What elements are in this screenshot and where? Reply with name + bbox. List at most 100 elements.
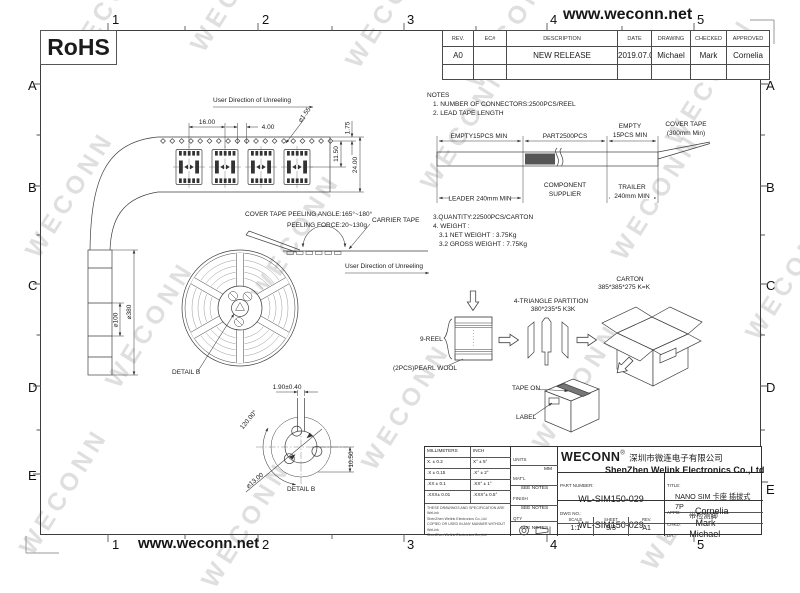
ec-value <box>473 46 507 65</box>
part-number-value: WL-SIM150-029 <box>578 494 644 504</box>
grid-row-label: A <box>28 78 37 93</box>
third-angle-projection-icon <box>511 522 558 536</box>
ec-header: EC# <box>473 30 507 47</box>
dim-pitch: 16.00 <box>199 119 216 126</box>
lead-empty-right-1: EMPTY <box>619 123 642 130</box>
lead-tape-diagram: EMPTY15PCS MIN PART2500PCS EMPTY 15PCS M… <box>436 121 711 203</box>
note-2: 2. LEAD TAPE LENGTH <box>433 110 504 117</box>
grid-row-label: E <box>28 468 37 483</box>
carton-label-1: CARTON <box>616 276 644 283</box>
lead-trailer-2: 240mm MIN <box>614 193 650 200</box>
description-value: NEW RELEASE <box>506 46 618 65</box>
company-name-cn: 深圳市微连电子有限公司 <box>629 453 723 463</box>
partition-drawing <box>527 317 569 366</box>
scale-value: 1:1 <box>570 525 581 532</box>
note-4-1: 3.1 NET WEIGHT : 3.75Kg <box>439 232 517 239</box>
checked-header: CHECKED <box>690 30 727 47</box>
grid-col-label: 5 <box>697 537 705 552</box>
lead-trailer-1: TRAILER <box>618 184 646 191</box>
revision-table: REV. EC# DESCRIPTION DATE DRAWING CHECKE… <box>442 30 770 80</box>
packing-flow: 9-REEL (2PCS)PEARL WOOL 4-TRIANGLE PARTI… <box>393 276 703 433</box>
grid-col-label: 5 <box>697 12 705 27</box>
partition-label-2: 380*235*5 K3K <box>531 306 576 313</box>
carton-label-2: 385*385*275 K=K <box>598 284 651 291</box>
drawing-frame <box>40 30 761 535</box>
grid-row-label: A <box>766 78 775 93</box>
matl-cell: MAT'L SEE NOTES <box>511 466 558 491</box>
date-value: 2019.07.02 <box>617 46 652 65</box>
reel-front-view: DETAIL B <box>172 249 299 376</box>
sheet-value: 3/3 <box>606 525 616 532</box>
dim-depth: 10.50 <box>348 451 355 468</box>
notes-block: NOTES 1. NUMBER OF CONNECTORS:2500PCS/RE… <box>427 92 576 248</box>
carton-closed-drawing <box>544 378 600 433</box>
lead-component-2: SUPPLIER <box>549 191 581 198</box>
dim-tape-width: 24.00 <box>352 156 359 173</box>
detail-b-callout: DETAIL B <box>172 369 200 376</box>
checked-name: Mark <box>695 518 716 528</box>
stack-count-label: 9-REEL <box>420 336 443 343</box>
grid-row-label: C <box>766 278 776 293</box>
sheet-cell: SHEET 3/3 <box>593 517 630 536</box>
part-number-cell: PART NUMBER: WL-SIM150-029 <box>558 473 665 504</box>
grid-row-label: D <box>766 380 776 395</box>
rev-cell: REV. A1 <box>629 517 665 536</box>
legal-notice: THESE DRAWINGS AND SPECIFICATION ARE WeL… <box>425 503 511 540</box>
dim-hole-pitch: 4.00 <box>262 124 275 131</box>
approved-header: APPROVED <box>726 30 770 47</box>
dim-edge-to-hole: 1.75 <box>345 121 352 134</box>
tolerance-table: MILLIMETERS INCH X. ± 0.2 X° ± 5° .X ± 0… <box>425 447 511 537</box>
dim-hub-dia: ⌀100 <box>113 312 120 327</box>
carrier-tape-label: CARRIER TAPE <box>372 217 420 224</box>
reel-stack-drawing <box>443 316 493 361</box>
grid-col-label: 2 <box>262 537 270 552</box>
drawing-title-line1: NANO SIM 卡座 插拔式 7P <box>675 492 751 511</box>
tape-on-label: TAPE ON <box>512 385 540 392</box>
drawing-value: Michael <box>651 46 691 65</box>
grid-col-label: 4 <box>550 12 558 27</box>
lead-leader: LEADER 240mm MIN <box>448 196 512 203</box>
dim-slot-width: 1.90±0.40 <box>273 384 302 391</box>
note-1: 1. NUMBER OF CONNECTORS:2500PCS/REEL <box>433 101 576 108</box>
lead-part: PART2500PCS <box>543 133 588 140</box>
grid-col-label: 1 <box>112 537 120 552</box>
grid-row-label: C <box>28 278 38 293</box>
notes-heading: NOTES <box>427 92 450 99</box>
dim-hole-dia: ⌀1.55 <box>297 106 313 124</box>
title-block: MILLIMETERS INCH X. ± 0.2 X° ± 5° .X ± 0… <box>424 446 764 539</box>
unreel-direction-label: User Direction of Unreeling <box>213 97 291 104</box>
cover-tape-label-2: (300mm Min) <box>667 130 705 137</box>
weconn-logo: WECONN <box>561 450 621 464</box>
detail-b-title: DETAIL B <box>287 486 315 493</box>
drawing-header: DRAWING <box>651 30 691 47</box>
checked-value: Mark <box>690 46 727 65</box>
grid-row-label: E <box>766 482 775 497</box>
lead-empty-right-2: 15PCS MIN <box>613 132 648 139</box>
grid-row-label: D <box>28 380 38 395</box>
company-banner: WECONN® 深圳市微连电子有限公司 ShenZhen Welink Elec… <box>558 447 764 475</box>
dim-bore-dia: ⌀13.00 <box>245 471 265 490</box>
drawing-title-line2: 带检测脚 <box>689 511 718 520</box>
note-3: 3.QUANTITY:22500PCS/CARTON <box>433 214 533 221</box>
note-4: 4. WEIGHT : <box>433 223 470 230</box>
finish-cell: FINISH SEE NOTES <box>511 486 558 511</box>
grid-col-label: 2 <box>262 12 270 27</box>
rev-header: REV. <box>442 30 474 47</box>
grid-col-label: 1 <box>112 12 120 27</box>
qty-cell: QTY SEE NOTES <box>511 506 558 531</box>
scale-cell: SCALE 1:1 <box>558 517 594 536</box>
detail-b-view: 1.90±0.40 120.00° ⌀13.00 10.50 DETAIL B <box>238 384 355 493</box>
tol-header-mm: MILLIMETERS <box>425 447 471 458</box>
grid-row-label: B <box>28 180 37 195</box>
drawn-row: DR: Michael <box>667 529 721 539</box>
approved-row: APPD: Cornelia <box>665 501 763 516</box>
lead-component-1: COMPONENT <box>544 182 586 189</box>
units-column: UNITS MM MAT'L SEE NOTES FINISH SEE NOTE… <box>511 447 558 536</box>
units-cell: UNITS MM <box>511 447 558 472</box>
dim-key-angle: 120.00° <box>238 408 259 431</box>
note-4-2: 3.2 GROSS WEIGHT : 7.75Kg <box>439 241 527 248</box>
peel-force-label: PEELING FORCE:20~130g <box>287 222 367 229</box>
date-header: DATE <box>617 30 652 47</box>
revision-row-empty <box>442 64 770 80</box>
pearl-wool-label: (2PCS)PEARL WOOL <box>393 365 457 372</box>
